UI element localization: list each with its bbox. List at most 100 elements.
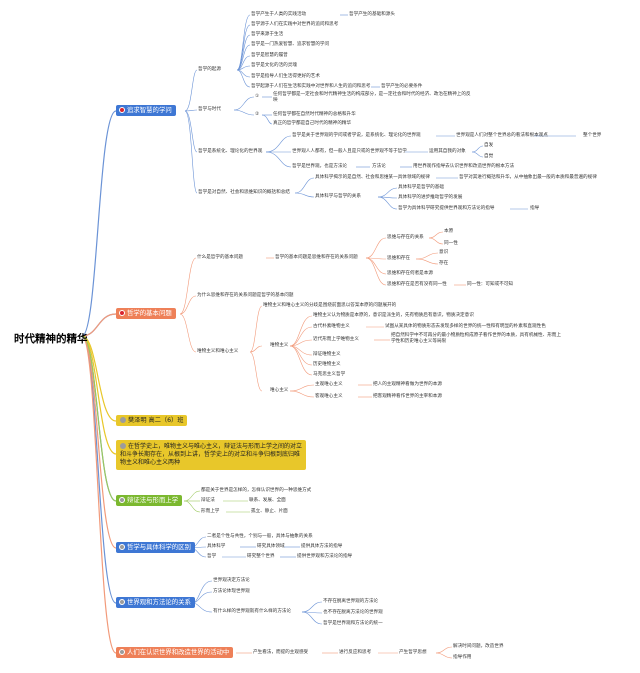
node-origin[interactable]: 哲学的起源 <box>198 67 221 72</box>
node-theory-1c[interactable]: 整个世界 <box>583 133 602 138</box>
node-theory-2b[interactable]: 运用其自我的对象 <box>429 149 466 154</box>
node-mat-3[interactable]: 近代形而上学唯物主义 <box>313 337 359 342</box>
node-theory-2[interactable]: 世界观人人都有，但一般人且是只或的世界观不等于哲学 <box>292 149 407 154</box>
branch-label: 哲学与具体科学的区别 <box>127 543 191 551</box>
red-marker-icon <box>119 310 125 316</box>
node-theory-1[interactable]: 哲学是关于世界观的学问或者学说，是系统化、理论化的世界观 <box>292 133 421 138</box>
node-philosophy-and-era[interactable]: 哲学与时代 <box>198 107 221 112</box>
node-theory-2c1[interactable]: 自发 <box>484 143 494 148</box>
node-science-1b[interactable]: 哲学对其进行概括和升华，从中抽象出最一般的本质和最普遍的规律 <box>459 175 597 180</box>
node-specific-science[interactable]: 具体科学 <box>207 544 226 549</box>
node-wm-3[interactable]: 有什么样的世界观就有什么样的方法论 <box>213 609 292 614</box>
node-science-2d[interactable]: 指导 <box>530 206 540 211</box>
node-existence[interactable]: 存在 <box>439 261 449 266</box>
node-origin-item[interactable]: 哲学产生的基础和源头 <box>349 12 395 17</box>
node-metaphysics[interactable]: 形而上学 <box>201 509 220 514</box>
node-era-1[interactable]: 任何哲学都是一定社会和时代精神生活的构成部分，是一定社会和时代的经济、政治在精神… <box>273 92 471 103</box>
node-theory-3[interactable]: 哲学是世界观，也是方法论 <box>292 164 348 169</box>
node-origin-item[interactable]: 哲学是智慧的履曾 <box>251 53 288 58</box>
node-wm-1[interactable]: 世界观决定方法论 <box>213 578 250 583</box>
node-science-2c[interactable]: 哲学为具体科学研究提供世界观和方法论的指导 <box>398 206 495 211</box>
node-origin-item[interactable]: 哲学源于人们在实践中对世界的追问和思考 <box>251 22 339 27</box>
node-mat-3b[interactable]: 把自然科学中不可再分的最小物质粒构成原子看作世界的本质，具有机械性、形而上学性和… <box>391 333 561 344</box>
branch-dialectics[interactable]: 辩证法与形而上学 <box>116 495 183 506</box>
branch-basic-question[interactable]: 哲学的基本问题 <box>116 308 176 319</box>
node-difference-top[interactable]: 二者是个性与共性，个别与一般，具体与抽象的关系 <box>207 534 313 539</box>
node-act-2[interactable]: 进行反应和思考 <box>339 650 372 655</box>
node-relation[interactable]: 思维与存在的关系 <box>387 235 424 240</box>
node-act-3b[interactable]: 指导作用 <box>453 655 472 660</box>
node-what-basic-question[interactable]: 什么是哲学的基本问题 <box>197 255 243 260</box>
node-mat-4[interactable]: 辩证唯物主义 <box>313 352 341 357</box>
node-ide-1[interactable]: 主观唯心主义 <box>315 382 343 387</box>
node-origin-item[interactable]: 哲学是一门热爱智慧、追求智慧的学问 <box>251 42 330 47</box>
node-origin-item[interactable]: 哲学起源于人们在生活和实践中对世界和人生的追问和思考 <box>251 84 371 89</box>
node-philosophy-2[interactable]: 提供世界观和方法论的指导 <box>297 554 353 559</box>
node-idealism[interactable]: 唯心主义 <box>270 388 289 393</box>
node-era-2b[interactable]: 真正的哲学都是自己时代的精神的精华 <box>273 121 352 126</box>
grey-marker-icon <box>120 443 126 449</box>
node-theory-3b[interactable]: 方法论 <box>372 164 386 169</box>
node-dialectics-top[interactable]: 都是关于世界是怎样的，怎样认识世界的一种思维方式 <box>201 488 312 493</box>
node-relation-2[interactable]: 同一性 <box>444 241 458 246</box>
branch-label: 在哲学史上，唯物主义与唯心主义，辩证法与形而上学之间的对立和斗争长期存在，从根到… <box>120 443 303 466</box>
node-divergence[interactable]: 唯物主义和唯心主义的分歧是围绕前面思以答案本原的问题展开的 <box>263 303 397 308</box>
node-why-basic-question[interactable]: 为什么思维和存在的关系问题是哲学的基本问题 <box>197 293 294 298</box>
node-wm-3c[interactable]: 哲学是世界观和方法论的统一 <box>323 621 383 626</box>
node-metaphysics-traits[interactable]: 孤立、静止、片面 <box>251 509 288 514</box>
node-science-summary[interactable]: 哲学是对自然、社会和思维知识的概括和总结 <box>198 190 290 195</box>
node-specific-science-1[interactable]: 研究具体领域 <box>257 544 285 549</box>
node-consciousness[interactable]: 意识 <box>439 250 449 255</box>
node-ide-2b[interactable]: 把客观精神看作世界的主宰和本源 <box>373 394 442 399</box>
node-origin-item[interactable]: 哲学来源于生活 <box>251 32 284 37</box>
branch-worldview-methodology[interactable]: 世界观和方法论的关系 <box>116 597 195 608</box>
node-act-1[interactable]: 产生看法，而提的主观感受 <box>253 650 309 655</box>
node-science-2a[interactable]: 具体科学是哲学的基础 <box>398 185 444 190</box>
node-wm-3a[interactable]: 不存在脱离世界观的方法论 <box>323 599 379 604</box>
node-philosophy-1[interactable]: 研究整个世界 <box>247 554 275 559</box>
node-act-3a[interactable]: 解决时间问题，改造世界 <box>453 644 504 649</box>
node-ide-1b[interactable]: 把人的主观精神看做为世界的本源 <box>373 382 442 387</box>
node-era-2a[interactable]: 任何哲学都在自然时代精神的总格和升华 <box>273 112 356 117</box>
root-topic[interactable]: 时代精神的精华 <box>14 333 88 345</box>
branch-pursuit-of-wisdom[interactable]: 追求智慧的学问 <box>116 105 176 116</box>
node-systematic-worldview[interactable]: 哲学是系统化、理论化的世界观 <box>198 149 263 154</box>
node-act-3[interactable]: 产生哲学思想 <box>399 650 427 655</box>
node-theory-3c[interactable]: 用世界观作指导去认识世界和改造世界的根本方法 <box>413 164 515 169</box>
node-identity[interactable]: 思维和存在是否有没有同一性 <box>387 282 447 287</box>
node-dialectics-traits[interactable]: 联系、发展、全面 <box>249 498 286 503</box>
branch-science-difference[interactable]: 哲学与具体科学的区别 <box>116 542 195 553</box>
node-origin-item[interactable]: 哲学产生的必要条件 <box>381 84 423 89</box>
node-identity-answer[interactable]: 同一性：可知或不可知 <box>467 282 513 287</box>
node-thought-existence[interactable]: 思维和存在 <box>387 256 410 261</box>
branch-history-note[interactable]: 在哲学史上，唯物主义与唯心主义，辩证法与形而上学之间的对立和斗争长期存在，从根到… <box>116 440 306 470</box>
red-marker-icon <box>119 107 125 113</box>
grey-marker-icon <box>119 599 125 605</box>
node-mat-5[interactable]: 历史唯物主义 <box>313 362 341 367</box>
node-wm-3b[interactable]: 也不存在脱离方法论的世界观 <box>323 610 383 615</box>
node-materialism[interactable]: 唯物主义 <box>270 343 289 348</box>
node-mat-1[interactable]: 唯物主义认为物质是本原的，意识是派生的，先有物质后有意识，物质决定意识 <box>313 313 474 318</box>
branch-activities[interactable]: 人们在认识世界和改造世界的活动中 <box>116 647 234 658</box>
node-science-1[interactable]: 具体科学揭示的是自然、社会和思维某一具体领域的规律 <box>315 175 430 180</box>
node-ide-2[interactable]: 客观唯心主义 <box>315 394 343 399</box>
node-theory-1b[interactable]: 世界观是人们对整个世界总的看法和根本观点 <box>456 133 548 138</box>
node-origin-item[interactable]: 哲学是指导人们生活得更好的艺术 <box>251 74 320 79</box>
node-mat-2b[interactable]: 试图从某具体的物质形态去发现多样的世界的统一性和有明显的朴素和直观性色 <box>385 324 546 329</box>
node-origin-item[interactable]: 哲学是文化的活的灵魂 <box>251 63 297 68</box>
node-origin-item[interactable]: 哲学产生于人类的实践活动 <box>251 12 307 17</box>
node-mat-6[interactable]: 马克思主义哲学 <box>313 372 346 377</box>
node-materialism-idealism[interactable]: 唯物主义和唯心主义 <box>197 349 239 354</box>
node-wm-2[interactable]: 方法论体现世界观 <box>213 589 250 594</box>
node-dialectics[interactable]: 辩证法 <box>201 498 215 503</box>
branch-author[interactable]: 樊泽明 高二（6）班 <box>116 415 188 426</box>
node-mat-2[interactable]: 古代朴素唯物主义 <box>313 324 350 329</box>
node-specific-science-2[interactable]: 提供具体方法的指导 <box>301 544 343 549</box>
node-which-origin[interactable]: 思维和存在何者是本源 <box>387 271 433 276</box>
node-theory-2c2[interactable]: 自觉 <box>484 154 494 159</box>
node-relation-1[interactable]: 本原 <box>444 229 454 234</box>
node-basic-question-answer[interactable]: 哲学的基本问题是思维和存在的关系问题 <box>275 255 358 260</box>
node-science-2b[interactable]: 具体科学的进步推动哲学的发展 <box>398 195 463 200</box>
node-philosophy[interactable]: 哲学 <box>207 554 217 559</box>
node-science-relation[interactable]: 具体科学与哲学的关系 <box>315 194 361 199</box>
